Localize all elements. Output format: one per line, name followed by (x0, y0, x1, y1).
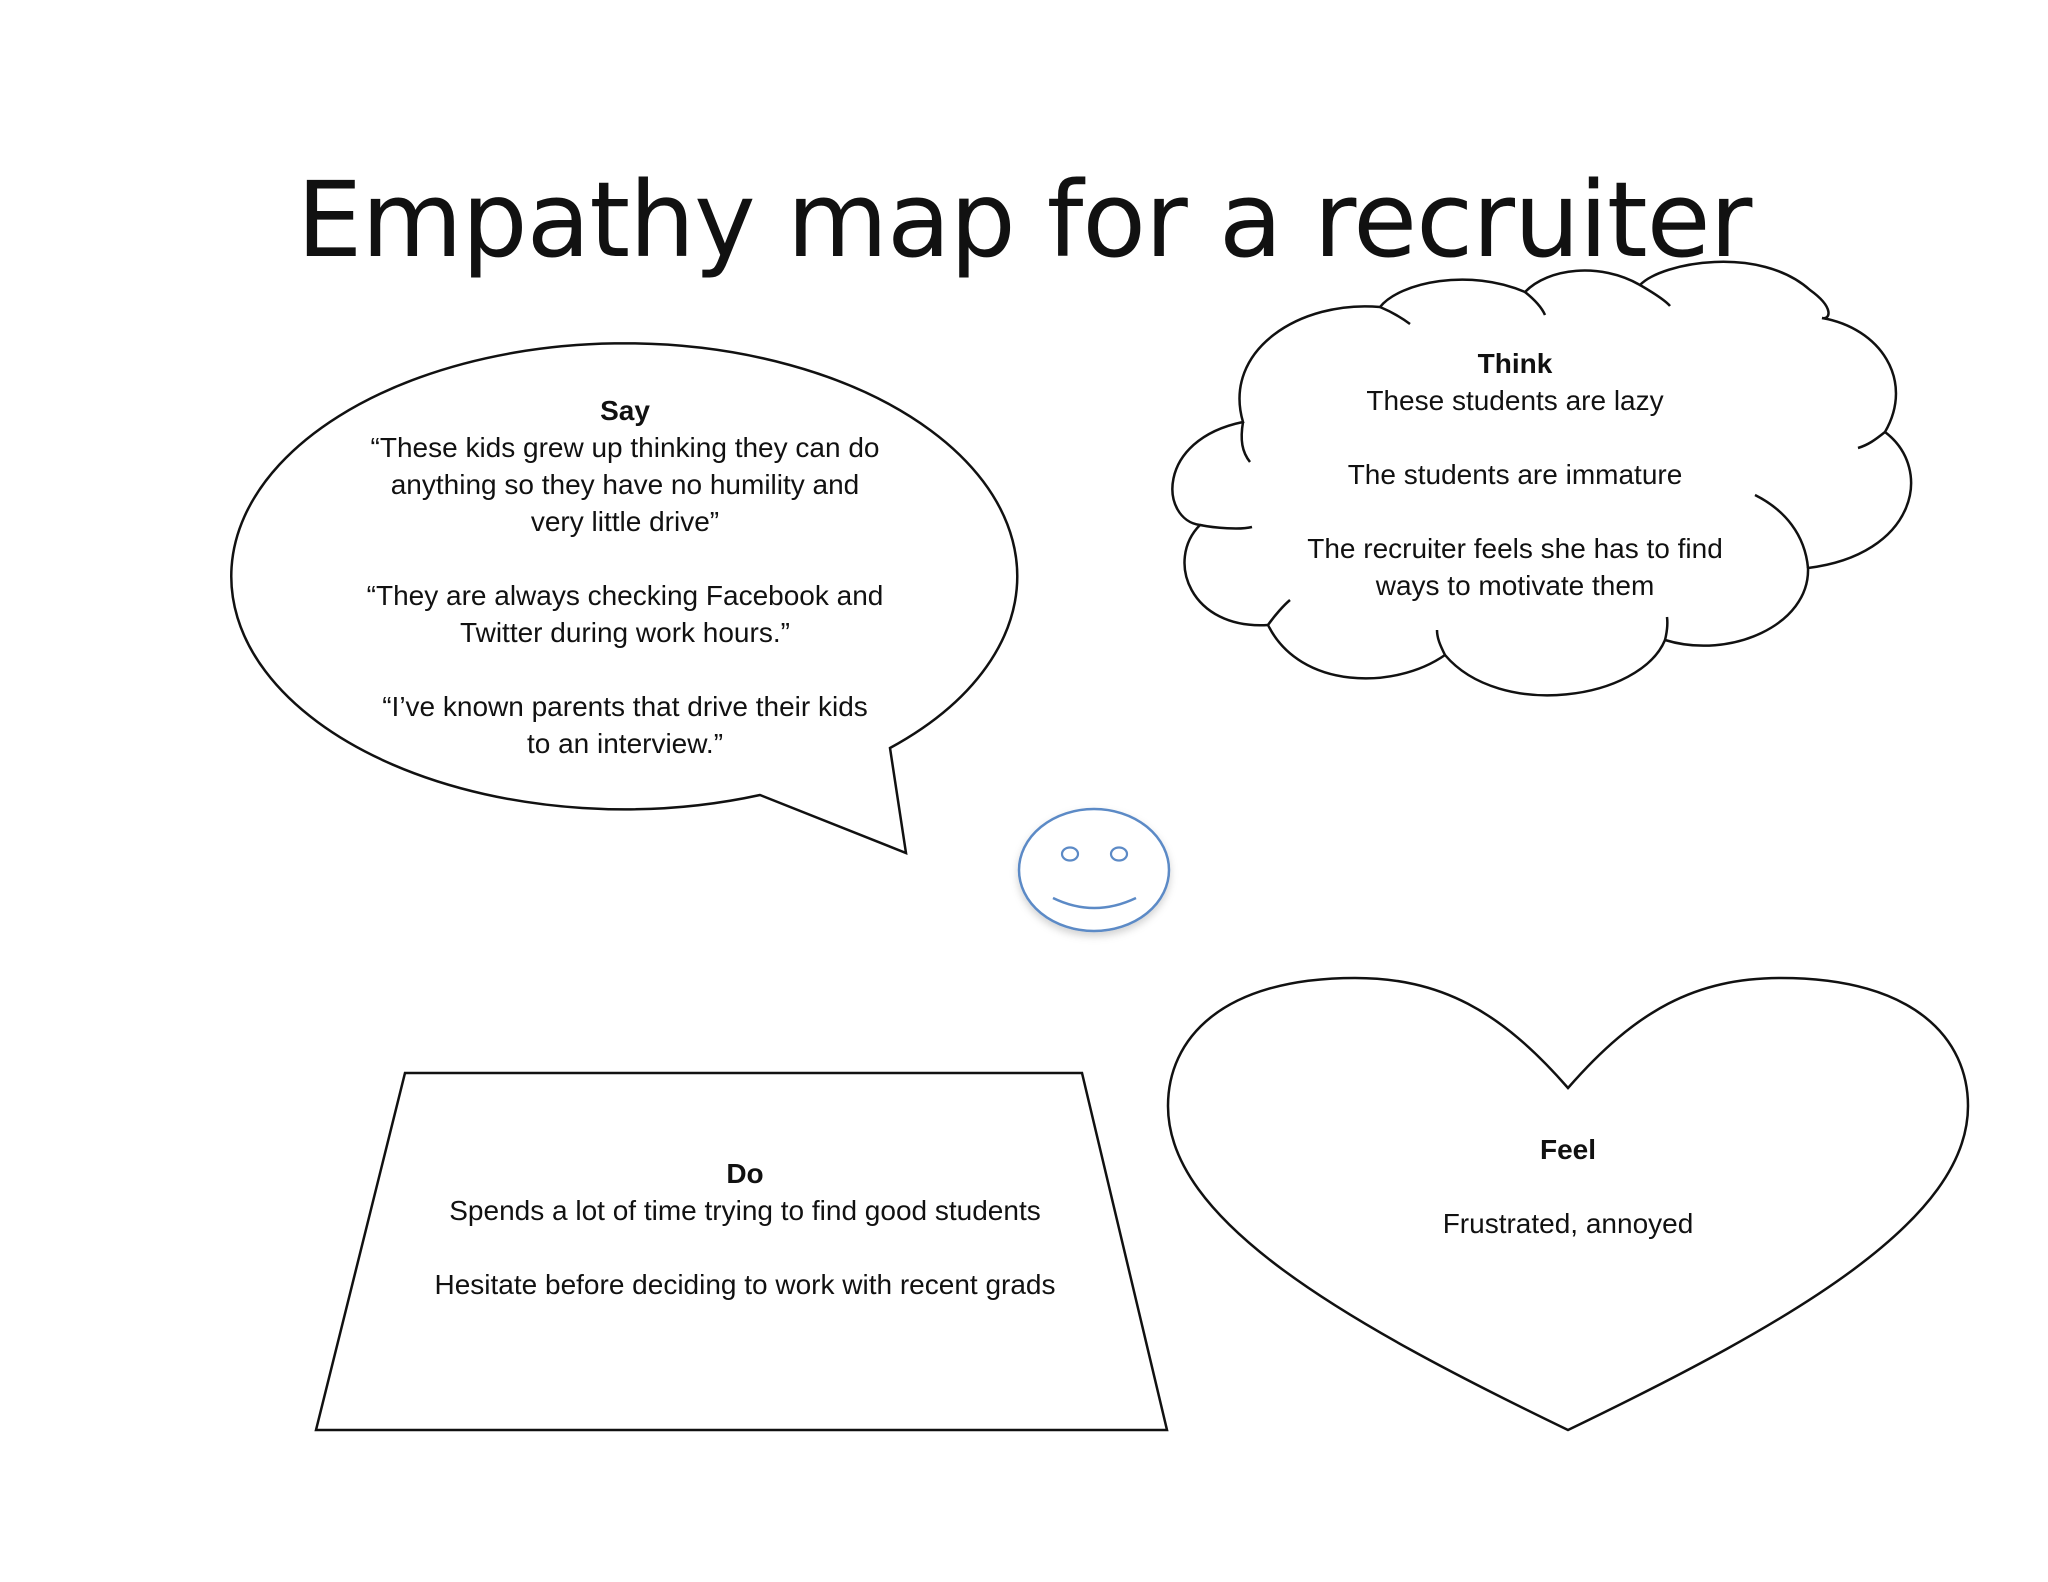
say-speech-bubble (230, 342, 1019, 855)
think-cloud (1171, 260, 1913, 697)
think-text: Think These students are lazy The studen… (1270, 345, 1760, 604)
say-quote-3-line-2: to an interview.” (526, 728, 724, 759)
think-heading: Think (1477, 348, 1553, 379)
say-quote-2-line-2: Twitter during work hours.” (460, 617, 790, 648)
do-line-1: Spends a lot of time trying to find good… (449, 1195, 1041, 1226)
say-quote-2-line-1: “They are always checking Facebook and (366, 580, 884, 611)
do-line-2: Hesitate before deciding to work with re… (434, 1269, 1056, 1300)
smiley-face-icon (1017, 807, 1171, 933)
say-quote-3-line-1: “I’ve known parents that drive their kid… (382, 691, 868, 722)
think-line-3: The recruiter feels she has to find (1307, 533, 1723, 564)
do-text: Do Spends a lot of time trying to find g… (390, 1155, 1100, 1303)
feel-line-1: Frustrated, annoyed (1442, 1208, 1694, 1239)
think-line-2: The students are immature (1347, 459, 1683, 490)
page-title: Empathy map for a recruiter (296, 159, 1753, 281)
think-line-4: ways to motivate them (1375, 570, 1655, 601)
say-heading: Say (600, 395, 650, 426)
feel-heart (1166, 976, 1970, 1432)
say-quote-1-line-1: “These kids grew up thinking they can do (370, 432, 880, 463)
do-trapezoid (314, 1071, 1169, 1432)
think-line-1: These students are lazy (1366, 385, 1664, 416)
say-quote-1-line-3: very little drive” (530, 506, 720, 537)
feel-text: Feel Frustrated, annoyed (1368, 1131, 1768, 1242)
do-heading: Do (726, 1158, 764, 1189)
feel-heading: Feel (1539, 1134, 1597, 1165)
say-quote-1-line-2: anything so they have no humility and (390, 469, 860, 500)
say-text: Say “These kids grew up thinking they ca… (330, 392, 920, 762)
